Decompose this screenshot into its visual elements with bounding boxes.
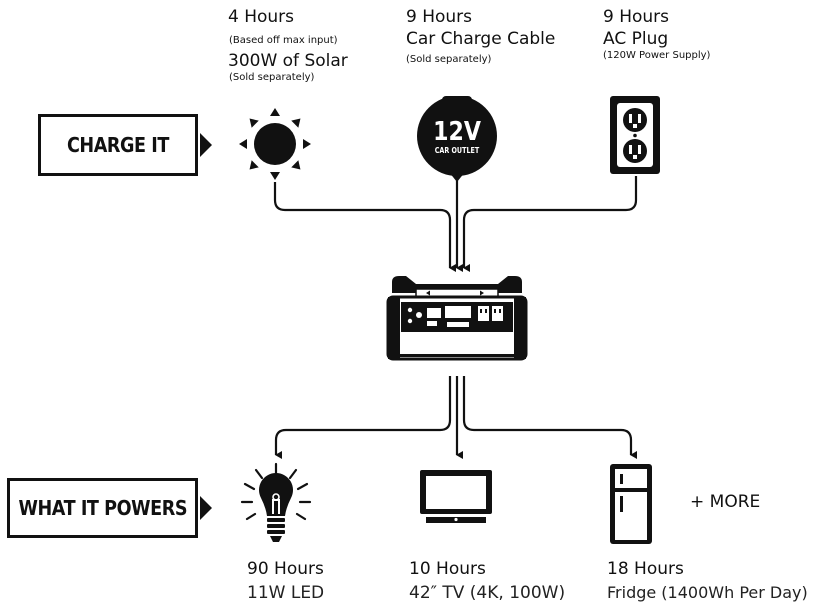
car-outlet-icon: 12V CAR OUTLET [417, 96, 497, 182]
led-label: 11W LED [247, 583, 325, 603]
what-it-powers-tag: WHAT IT POWERS [7, 478, 198, 538]
charge-it-label: CHARGE IT [66, 133, 169, 157]
tv-hours: 10 Hours [409, 559, 486, 579]
charge-it-tag: CHARGE IT [38, 114, 198, 176]
ac-label: AC Plug [603, 29, 669, 49]
solar-note-max-input: (Based off max input) [229, 35, 338, 46]
fridge-hours: 18 Hours [607, 559, 684, 579]
ac-note: (120W Power Supply) [603, 50, 711, 61]
led-connector [274, 376, 452, 459]
sun-icon [239, 108, 311, 180]
solar-connector [273, 182, 456, 272]
output-connectors [274, 376, 637, 459]
more-label: + MORE [690, 492, 761, 512]
solar-note-sold-separately: (Sold separately) [229, 72, 315, 83]
fridge-icon [610, 464, 652, 544]
ac-hours: 9 Hours [603, 7, 670, 27]
tv-label: 42″ TV (4K, 100W) [409, 583, 566, 603]
powers-tag-arrow [200, 496, 212, 520]
car-note: (Sold separately) [406, 54, 492, 65]
car-outlet-big-text: 12V [433, 116, 481, 146]
wall-outlet-icon [610, 96, 660, 174]
light-bulb-icon [240, 462, 312, 542]
charge-tag-arrow [200, 133, 212, 157]
tv-icon [420, 470, 492, 523]
car-label: Car Charge Cable [406, 29, 556, 49]
fridge-connector [462, 376, 637, 459]
led-hours: 90 Hours [247, 559, 324, 579]
fridge-label: Fridge (1400Wh Per Day) [607, 583, 808, 602]
ac-connector [462, 176, 638, 272]
solar-hours: 4 Hours [228, 7, 295, 27]
car-hours: 9 Hours [406, 7, 473, 27]
what-it-powers-label: WHAT IT POWERS [18, 496, 187, 520]
solar-label: 300W of Solar [228, 51, 348, 71]
car-outlet-small-text: CAR OUTLET [435, 145, 480, 155]
power-station-icon [386, 276, 528, 361]
input-connectors [273, 176, 638, 272]
